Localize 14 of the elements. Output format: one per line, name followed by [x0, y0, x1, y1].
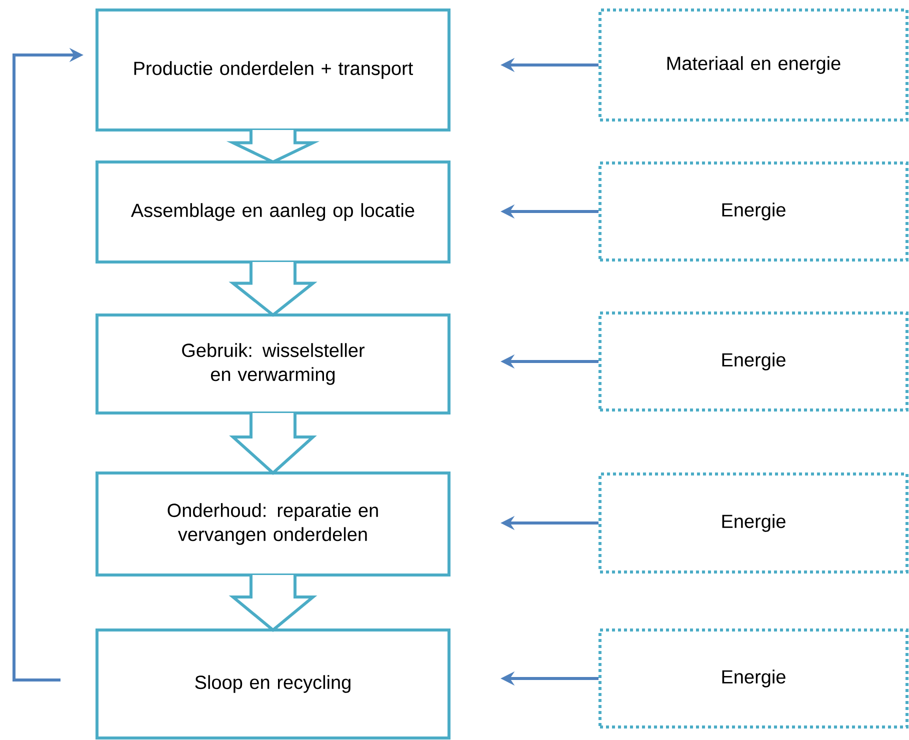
process-box: Sloop en recycling: [96, 628, 450, 740]
input-box: Energie: [598, 162, 909, 262]
block-arrow: [228, 260, 318, 317]
process-box: Gebruik: wisselsteller en verwarming: [96, 314, 450, 414]
input-box: Energie: [598, 312, 909, 412]
process-box: Onderhoud: reparatie en vervangen onderdelen: [96, 472, 450, 576]
process-box: Assemblage en aanleg op locatie: [96, 160, 450, 264]
input-box: Energie: [598, 628, 909, 728]
input-box: Materiaal en energie: [598, 8, 909, 122]
block-arrow: [228, 574, 318, 632]
process-box: Productie onderdelen + transport: [96, 8, 450, 132]
block-arrow: [229, 412, 317, 476]
input-box: Energie: [598, 472, 909, 574]
block-arrow: [226, 128, 320, 164]
